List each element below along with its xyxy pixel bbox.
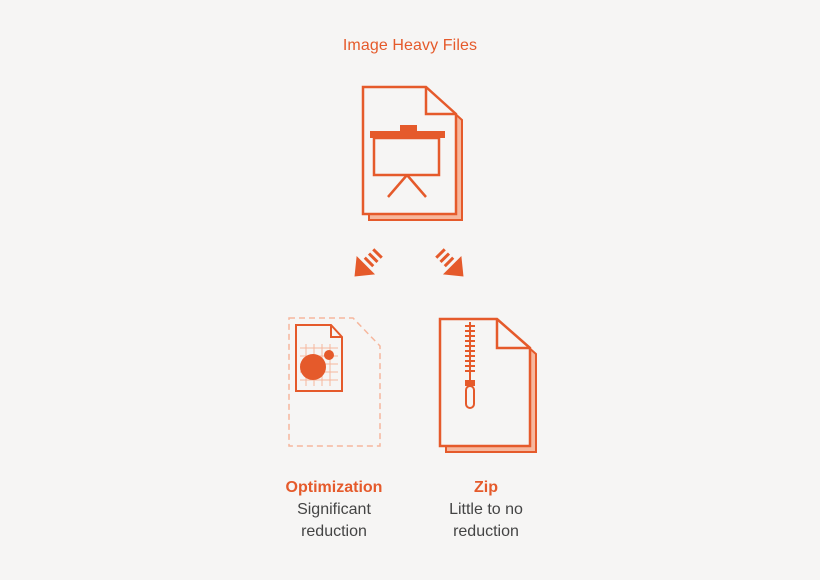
optimized-image-file-icon [288, 317, 381, 447]
optimization-label: Optimization [285, 479, 383, 496]
zip-desc-line2: reduction [453, 523, 519, 540]
optimization-desc-line2: reduction [301, 523, 367, 540]
optimization-desc-line1: Significant [297, 501, 371, 518]
presentation-file-icon [361, 85, 463, 221]
zip-file-icon [438, 317, 537, 453]
optimization-caption: Optimization Significant reduction [254, 477, 414, 543]
arrow-down-right-icon [435, 248, 464, 277]
diagram-title: Image Heavy Files [342, 37, 478, 54]
zip-caption: Zip Little to no reduction [406, 477, 566, 543]
arrow-down-left-icon [354, 248, 383, 277]
zip-desc-line1: Little to no [449, 501, 523, 518]
zip-label: Zip [474, 479, 498, 496]
